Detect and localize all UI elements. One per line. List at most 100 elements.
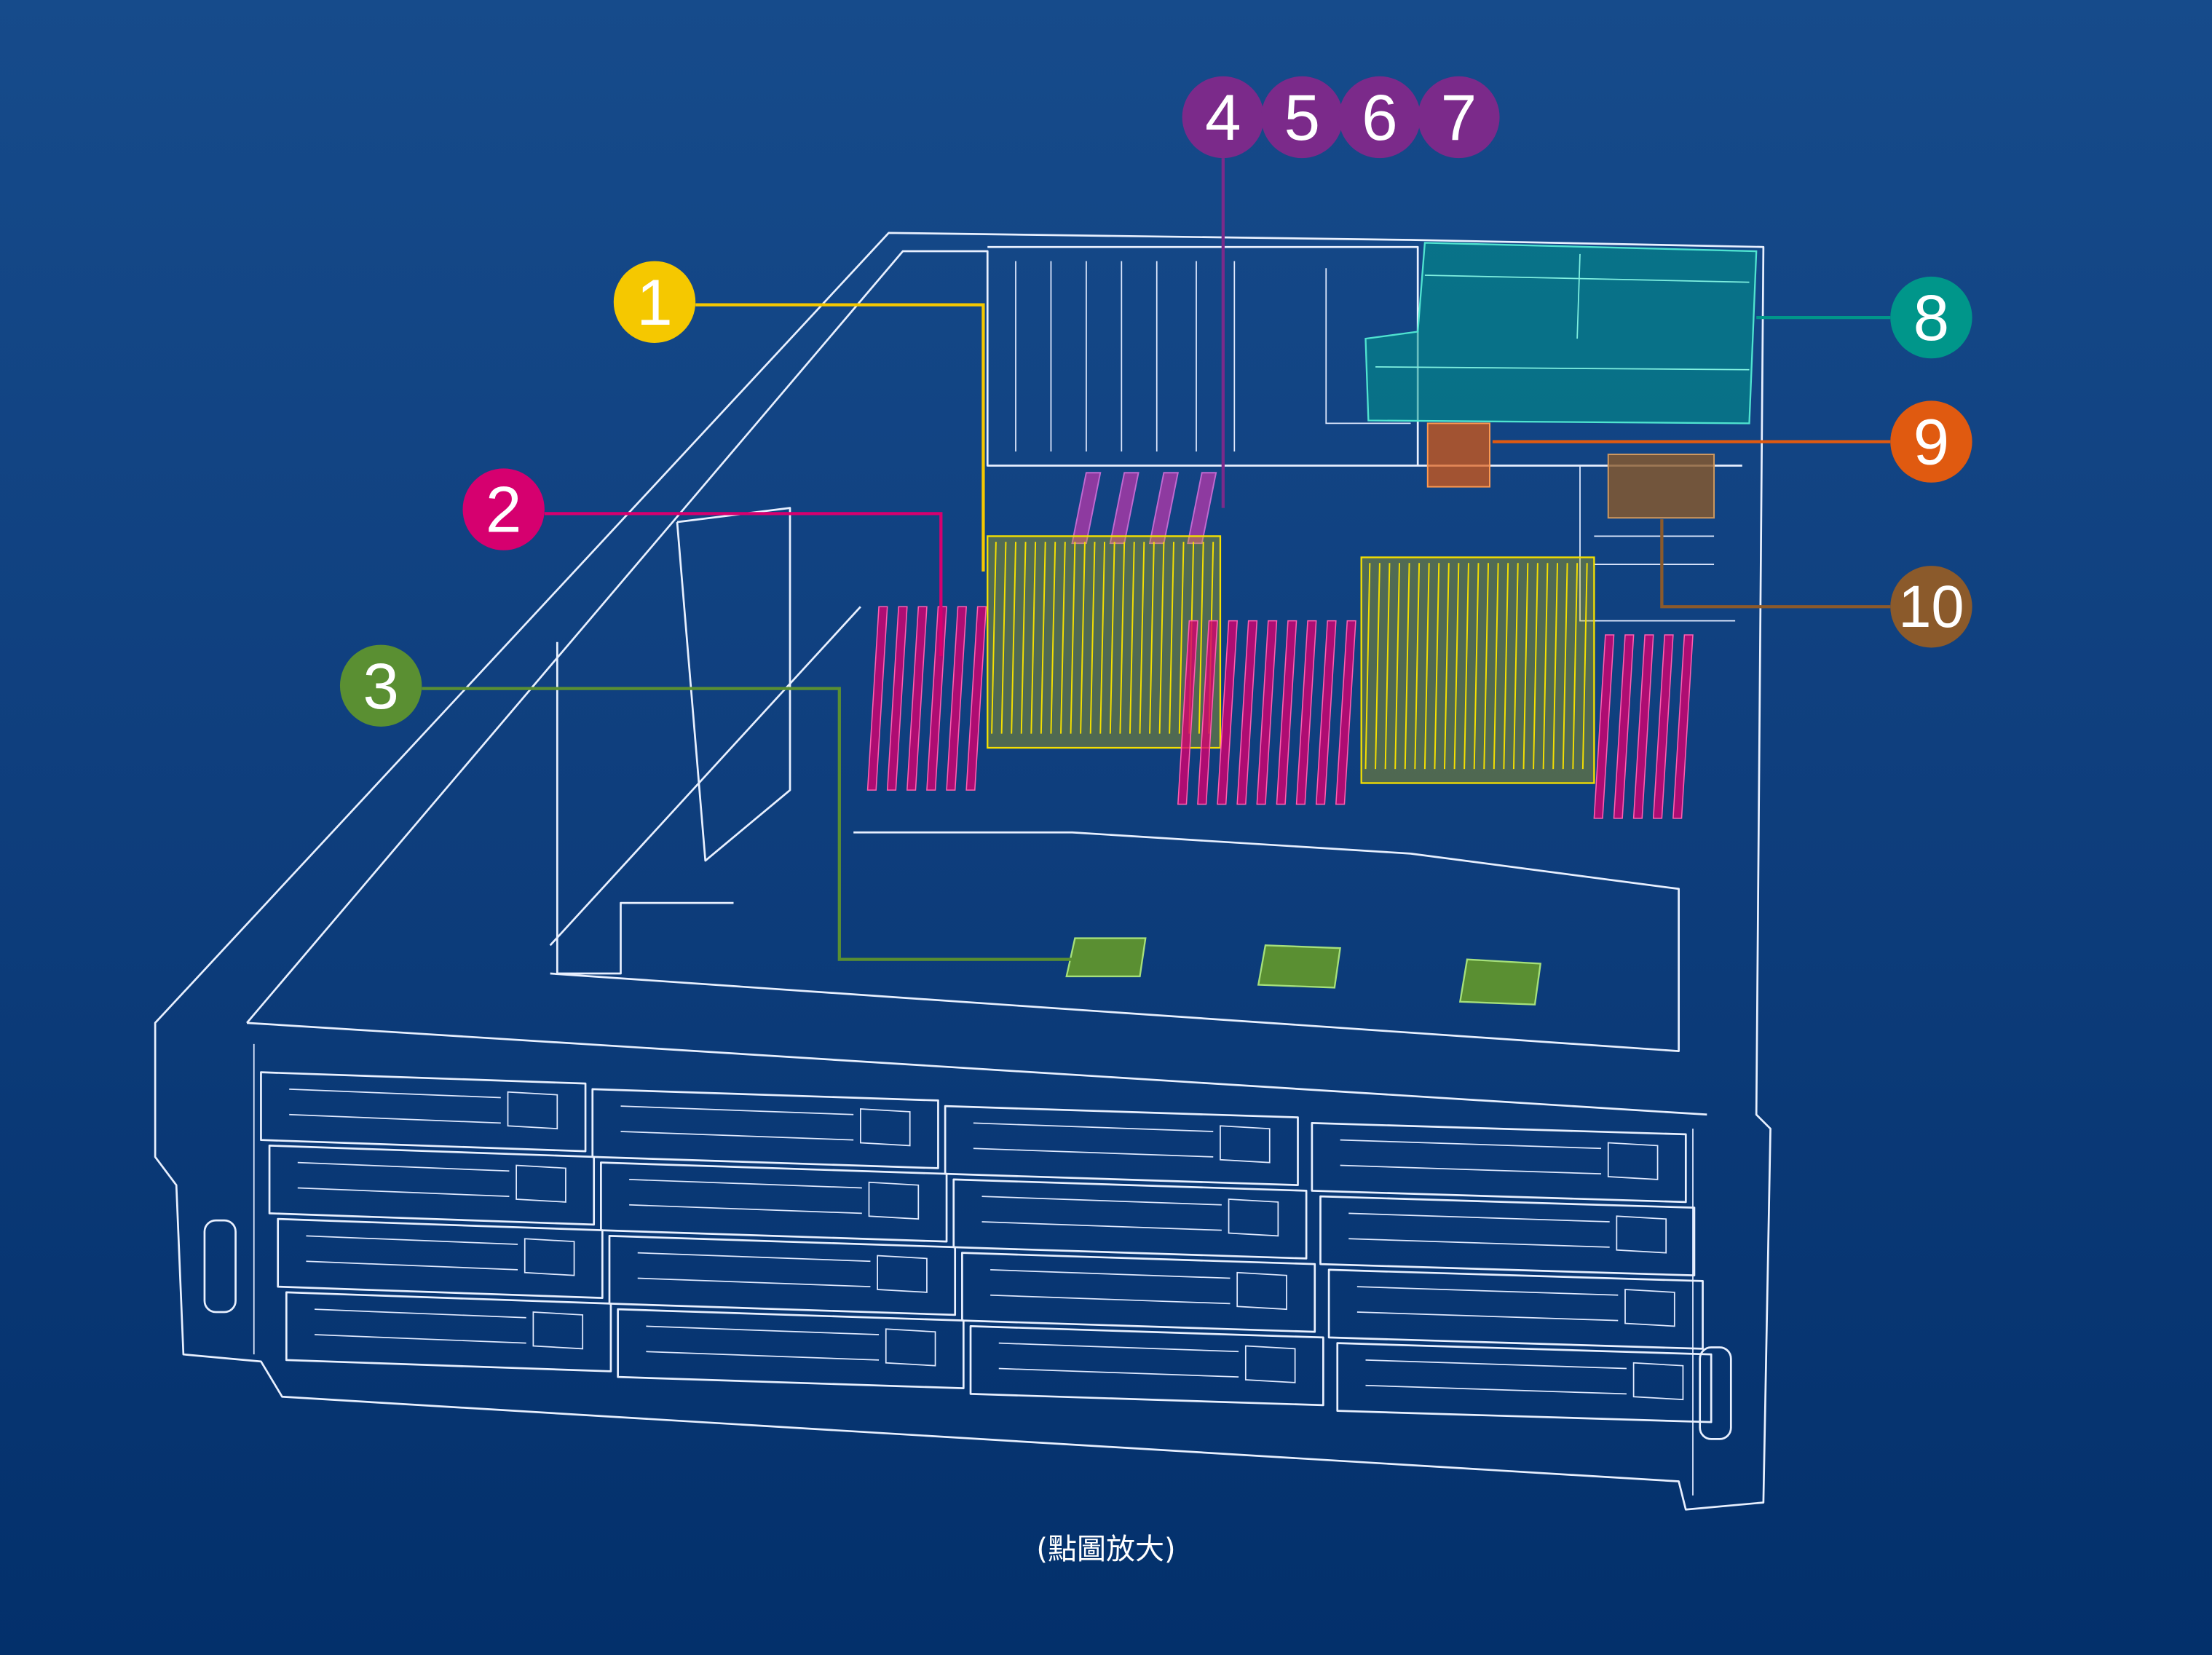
drive-bay (600, 1161, 948, 1243)
callout-5[interactable]: 5 (1261, 76, 1343, 159)
callout-circle (1338, 76, 1421, 159)
callout-circle (1418, 76, 1500, 159)
drive-bay-handle (620, 1105, 911, 1147)
heatsink-fin (1178, 542, 1185, 734)
callout-9[interactable]: 9 (1890, 400, 1972, 483)
heatsink-fin (1572, 563, 1579, 770)
callout-label: 4 (1205, 81, 1241, 154)
callout-label: 7 (1441, 81, 1477, 154)
dimm-slot (1276, 620, 1297, 805)
memory-dimms (866, 606, 1694, 819)
heatsink-fin (1444, 563, 1450, 770)
callout-8[interactable]: 8 (1890, 276, 1972, 359)
heatsink-fin (1533, 563, 1538, 770)
drive-bay-handle (990, 1269, 1287, 1311)
dimm-slot (1593, 634, 1615, 819)
heatsink-fin (1169, 542, 1174, 734)
callout-1[interactable]: 1 (613, 261, 696, 343)
callout-4[interactable]: 4 (1182, 76, 1264, 159)
heatsink-fin (1464, 563, 1469, 770)
drive-bay (268, 1145, 596, 1226)
brown-connector (1607, 454, 1715, 519)
heatsink-fin (1109, 542, 1115, 734)
callout-6[interactable]: 6 (1338, 76, 1421, 159)
drive-bay-handle (981, 1196, 1279, 1237)
callout-label: 10 (1898, 574, 1964, 640)
heatsink-fin (1483, 563, 1490, 770)
heatsink-fin (1503, 563, 1509, 770)
heatsink-fin (1394, 563, 1400, 770)
heatsink-fin (1512, 563, 1519, 770)
chips (1065, 937, 1542, 1006)
heatsink-fin (1473, 563, 1480, 770)
callout-label: 1 (636, 266, 673, 339)
heatsink-fin (1149, 542, 1155, 734)
callout-label: 5 (1284, 81, 1321, 154)
dimm-slot (906, 606, 928, 791)
callout-label: 6 (1362, 81, 1398, 154)
dimm-slot (1335, 620, 1356, 805)
dimm-slot (1315, 620, 1337, 805)
heatsink-fin (1000, 542, 1007, 734)
callout-10[interactable]: 10 (1890, 566, 1972, 648)
heatsink-fin (1129, 542, 1135, 734)
callout-7[interactable]: 7 (1418, 76, 1500, 159)
heatsink-fin (1581, 563, 1588, 770)
heatsink-fin (1414, 563, 1421, 770)
dimm-slot (886, 606, 908, 791)
dimm-slot (1256, 620, 1278, 805)
drive-bay-handle (629, 1179, 920, 1220)
dimm-slot (1236, 620, 1258, 805)
heatsink-fin (1522, 563, 1529, 770)
heatsink-fin (1493, 563, 1499, 770)
dimm-slot (1295, 620, 1317, 805)
heatsink-fin (1020, 542, 1027, 734)
drive-bay-handle (1340, 1139, 1659, 1180)
heatsink-fin (991, 542, 997, 734)
drive-bay-handle (998, 1342, 1296, 1383)
callout-label: 2 (486, 473, 522, 546)
callout-circle (1890, 566, 1972, 648)
drive-bay (969, 1325, 1324, 1407)
heatsink-fin (1198, 542, 1204, 734)
rear-drive-cage (1364, 242, 1758, 424)
callout-circle (1261, 76, 1343, 159)
drive-bay (1336, 1342, 1713, 1423)
callout-circle (1890, 276, 1972, 359)
heatsink-fin (1050, 542, 1056, 734)
heatsinks (987, 535, 1595, 784)
drive-bay (1311, 1122, 1687, 1204)
drive-bay (1327, 1268, 1704, 1350)
drive-bay-handle (973, 1122, 1271, 1164)
heatsink-fin (1080, 542, 1086, 734)
dimm-slot (1672, 634, 1694, 819)
heatsink-fin (1099, 542, 1106, 734)
heatsink-fin (1423, 563, 1430, 770)
drive-bay (591, 1088, 939, 1169)
drive-bay-handle (315, 1308, 584, 1350)
heatsink-fin (1434, 563, 1440, 770)
drive-bay-handle (637, 1252, 928, 1293)
drive-bay (277, 1217, 604, 1300)
heatsink-fin (1139, 542, 1145, 734)
callout-2[interactable]: 2 (462, 468, 545, 550)
dimm-slot (866, 606, 888, 791)
leader-lines (422, 158, 1891, 961)
callout-label: 9 (1913, 406, 1950, 478)
callout-circle (1890, 400, 1972, 483)
heatsink-fin (1060, 542, 1066, 734)
dimm-slot (1177, 620, 1198, 805)
drive-bay-handle (1365, 1359, 1684, 1401)
zoom-hint-caption[interactable]: (點圖放大) (1036, 1533, 1176, 1566)
heatsink-fin (1011, 542, 1016, 734)
heatsink-fin (1404, 563, 1410, 770)
drive-bay (285, 1291, 612, 1372)
dimm-slot (1217, 620, 1239, 805)
server-chassis (154, 232, 1771, 1511)
heatsink-fin (1119, 542, 1126, 734)
drive-bay-handle (1356, 1286, 1675, 1327)
callout-3[interactable]: 3 (339, 644, 422, 727)
callout-circle (339, 644, 422, 727)
heatsink-fin (1070, 542, 1076, 734)
drive-bay (260, 1071, 587, 1153)
